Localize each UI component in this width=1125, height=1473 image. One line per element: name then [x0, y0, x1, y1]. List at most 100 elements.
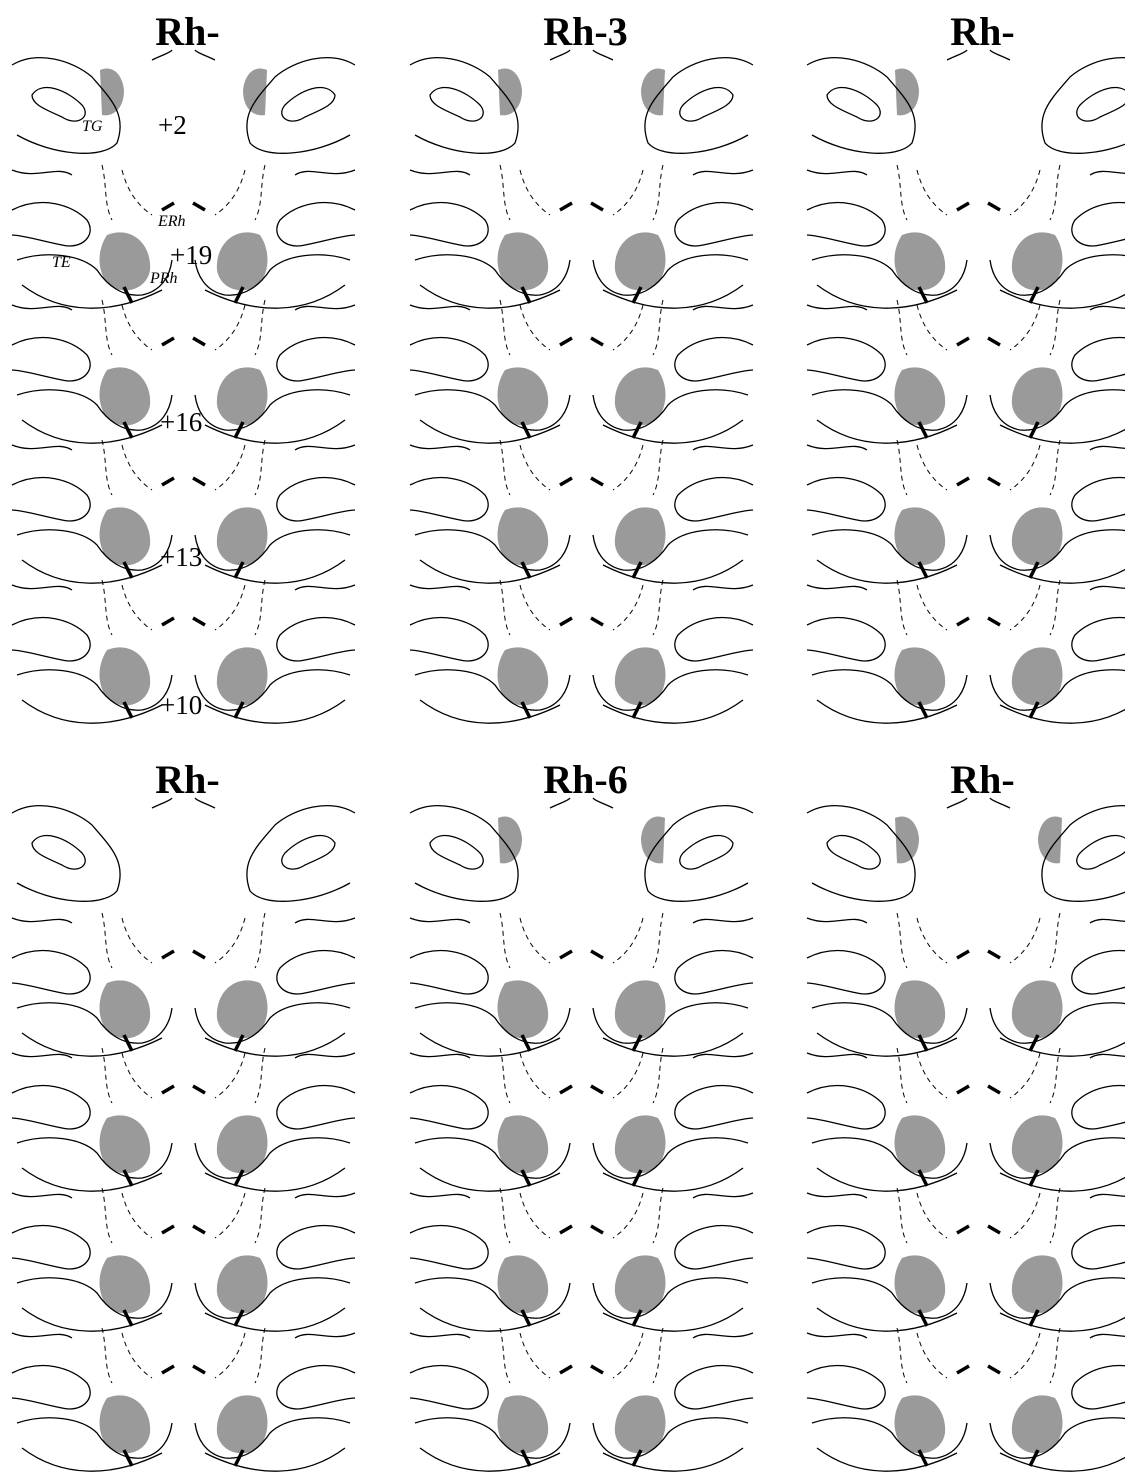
level-label: +19 [170, 240, 212, 271]
section-outline [1010, 913, 1060, 968]
section-outline [410, 1333, 470, 1338]
section-outline [500, 580, 550, 635]
lesion-area [1038, 817, 1062, 864]
section-outline [593, 50, 613, 60]
section-outline [215, 165, 265, 220]
section-outline [807, 1226, 885, 1269]
section-outline [827, 88, 880, 122]
section-outline [195, 798, 215, 808]
section-outline [410, 445, 470, 450]
boundary-mark [957, 1086, 969, 1093]
section-outline [12, 618, 90, 661]
section-outline [1090, 918, 1125, 923]
brain-sections [398, 748, 773, 1473]
boundary-mark [591, 951, 603, 958]
boundary-mark [193, 618, 205, 625]
boundary-mark [591, 1226, 603, 1233]
section-outline [12, 1193, 72, 1198]
hemisphere [193, 913, 355, 1056]
section-outline [675, 951, 753, 994]
section-outline [215, 913, 265, 968]
hemisphere [410, 1188, 572, 1331]
section-outline [680, 88, 733, 122]
section-outline [1000, 1448, 1125, 1471]
section-outline [603, 420, 743, 443]
hemisphere [988, 300, 1125, 443]
boundary-mark [193, 338, 205, 345]
section-outline [1000, 700, 1125, 723]
section-outline [897, 300, 947, 355]
section-outline [817, 1168, 957, 1191]
section-outline [215, 440, 265, 495]
section-outline [102, 1188, 152, 1243]
boundary-mark [193, 1366, 205, 1373]
section-outline [897, 580, 947, 635]
section-outline [603, 1033, 743, 1056]
section-outline [807, 203, 885, 246]
boundary-mark [988, 951, 1000, 958]
panel-5: Rh-6 [398, 748, 773, 1473]
hemisphere [193, 580, 355, 723]
section-outline [827, 836, 880, 870]
section-outline [295, 305, 355, 310]
boundary-mark [560, 1086, 572, 1093]
section-outline [12, 1333, 72, 1338]
section-outline [817, 1308, 957, 1331]
section-outline [1090, 445, 1125, 450]
hemisphere [591, 165, 753, 308]
boundary-mark [988, 1086, 1000, 1093]
section-outline [22, 1033, 162, 1056]
hemisphere [591, 1188, 753, 1331]
section-outline [410, 585, 470, 590]
section-outline [277, 478, 355, 521]
section-outline [277, 203, 355, 246]
hemisphere [591, 440, 753, 583]
section-outline [675, 1086, 753, 1129]
lesion-area [641, 69, 665, 116]
panel-2: Rh-3 [398, 0, 773, 725]
hemisphere [12, 580, 174, 723]
section-outline [12, 305, 72, 310]
section-outline [693, 585, 753, 590]
brain-sections [0, 748, 375, 1473]
boundary-mark [193, 951, 205, 958]
section-outline [603, 560, 743, 583]
section-outline [32, 836, 85, 870]
boundary-mark [162, 338, 174, 345]
section-outline [693, 1053, 753, 1058]
section-outline [807, 1086, 885, 1129]
section-outline [500, 1188, 550, 1243]
hemisphere [12, 913, 174, 1056]
section-outline [22, 285, 162, 308]
boundary-mark [988, 1226, 1000, 1233]
section-outline [205, 1308, 345, 1331]
section-outline [295, 585, 355, 590]
section-outline [897, 913, 947, 968]
section-outline [420, 1168, 560, 1191]
section-outline [1000, 1168, 1125, 1191]
section-outline [817, 560, 957, 583]
panel-6: Rh- [795, 748, 1125, 1473]
section-outline [603, 1448, 743, 1471]
boundary-mark [162, 1226, 174, 1233]
hemisphere [990, 50, 1125, 153]
hemisphere [988, 1188, 1125, 1331]
section-outline [897, 165, 947, 220]
panel-4: Rh- [0, 748, 375, 1473]
section-outline [1090, 1333, 1125, 1338]
hemisphere [12, 50, 172, 153]
section-outline [1090, 585, 1125, 590]
hemisphere [807, 50, 967, 153]
section-outline [693, 918, 753, 923]
section-outline [1072, 203, 1125, 246]
boundary-mark [591, 1086, 603, 1093]
hemisphere [591, 300, 753, 443]
section-outline [693, 445, 753, 450]
section-outline [817, 700, 957, 723]
hemisphere [593, 50, 753, 153]
section-outline [613, 1188, 663, 1243]
section-outline [205, 420, 345, 443]
section-outline [277, 618, 355, 661]
panel-1: Rh- TG ERh TE PRh +2 +19 +16 +13 +10 [0, 0, 375, 725]
hemisphere [12, 798, 172, 901]
